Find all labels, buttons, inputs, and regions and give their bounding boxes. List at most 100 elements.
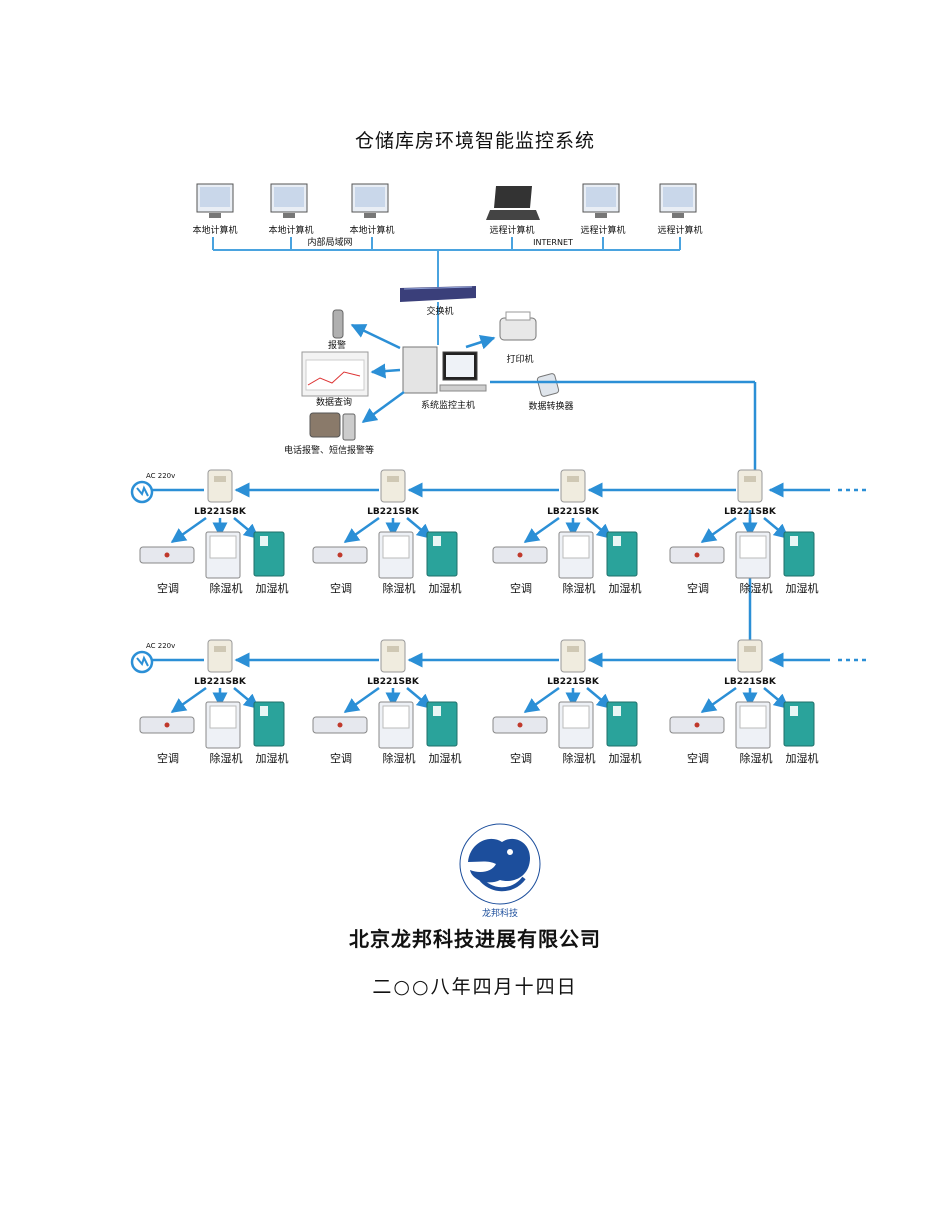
dehumidifier-label: 除湿机 — [383, 751, 416, 765]
controller-label: LB221SBK — [367, 507, 420, 517]
controller-group: LB221SBK 空调 除湿机加湿机 — [669, 469, 819, 595]
ac-indicator — [337, 722, 343, 728]
network-bus — [212, 237, 681, 345]
printer-label: 打印机 — [506, 353, 533, 365]
ac-indicator — [694, 722, 700, 728]
controller-label: LB221SBK — [547, 677, 600, 687]
humidifier-label: 加湿机 — [786, 581, 819, 595]
power-label: AC 220v — [146, 642, 175, 650]
controller-display — [214, 646, 226, 652]
ac-indicator — [517, 722, 523, 728]
phone-icon — [309, 412, 356, 441]
company-logo: 龙邦科技 — [459, 823, 541, 919]
dehumidifier-panel — [209, 535, 237, 559]
switch-icon — [400, 286, 476, 302]
controller-icon — [207, 639, 233, 673]
controller-group: LB221SBK 空调 除湿机加湿机 — [312, 469, 462, 595]
humidifier-label: 加湿机 — [786, 751, 819, 765]
remote-computer-label: 远程计算机 — [657, 224, 702, 236]
phone-label: 电话报警、短信报警等 — [284, 444, 374, 456]
dehumidifier-panel — [209, 705, 237, 729]
controller-rows: AC 220vLB221SBK空调除湿机加湿机LB221SBK空调除湿机加湿机L… — [130, 469, 868, 765]
humidifier-icon — [783, 701, 815, 747]
controller-icon — [207, 469, 233, 503]
local-computer-label: 本地计算机 — [192, 224, 237, 236]
humidifier-icon — [426, 701, 458, 747]
dehumidifier-panel — [739, 705, 767, 729]
controller-display — [387, 476, 399, 482]
controller-display — [744, 476, 756, 482]
humidifier-panel — [790, 706, 798, 716]
humidifier-panel — [260, 706, 268, 716]
humidifier-icon — [253, 701, 285, 747]
ac-label: 空调 — [157, 751, 179, 765]
controller-group: LB221SBK 空调 除湿机加湿机 — [492, 469, 642, 595]
controller-icon — [380, 639, 406, 673]
system-diagram: 本地计算机 本地计算机 本地计算机 远程计算机 远程计算机 远程计算机 内部局域… — [130, 183, 868, 765]
controller-label: LB221SBK — [547, 507, 600, 517]
controller-icon — [560, 469, 586, 503]
host-computer-icon — [402, 346, 487, 394]
controller-label: LB221SBK — [194, 507, 247, 517]
document-date: 二○○八年四月十四日 — [372, 976, 578, 998]
controller-display — [387, 646, 399, 652]
ac-label: 空调 — [330, 581, 352, 595]
controller-label: LB221SBK — [367, 677, 420, 687]
switch-label: 交换机 — [426, 305, 453, 317]
humidifier-panel — [260, 536, 268, 546]
host-label: 系统监控主机 — [421, 399, 475, 411]
ac-label: 空调 — [330, 751, 352, 765]
ac-indicator — [164, 552, 170, 558]
dehumidifier-label: 除湿机 — [210, 581, 243, 595]
controller-icon — [560, 639, 586, 673]
controller-label: LB221SBK — [194, 677, 247, 687]
humidifier-label: 加湿机 — [429, 751, 462, 765]
controller-label: LB221SBK — [724, 507, 777, 517]
remote-computer-label: 远程计算机 — [580, 224, 625, 236]
controller-group: LB221SBK空调除湿机加湿机 — [139, 639, 289, 765]
internet-label: INTERNET — [533, 238, 573, 247]
laptop-icon — [486, 186, 540, 220]
dehumidifier-label: 除湿机 — [740, 581, 773, 595]
alarm-icon — [332, 309, 344, 339]
controller-icon — [737, 469, 763, 503]
ac-indicator — [694, 552, 700, 558]
ac-indicator — [517, 552, 523, 558]
local-computer-icon — [270, 183, 308, 218]
controller-label: LB221SBK — [724, 677, 777, 687]
dehumidifier-panel — [382, 535, 410, 559]
controller-group: LB221SBK空调除湿机加湿机 — [139, 469, 289, 595]
remote-computer-icon — [582, 183, 620, 218]
ac-label: 空调 — [687, 581, 709, 595]
dehumidifier-label: 除湿机 — [383, 581, 416, 595]
dehumidifier-label: 除湿机 — [563, 581, 596, 595]
humidifier-panel — [790, 536, 798, 546]
power-label: AC 220v — [146, 472, 175, 480]
humidifier-label: 加湿机 — [609, 581, 642, 595]
converter-label: 数据转换器 — [528, 400, 573, 412]
humidifier-label: 加湿机 — [429, 581, 462, 595]
humidifier-panel — [433, 706, 441, 716]
dehumidifier-panel — [382, 705, 410, 729]
dehumidifier-label: 除湿机 — [740, 751, 773, 765]
controller-group: LB221SBK空调除湿机加湿机 — [492, 639, 642, 765]
ac-indicator — [337, 552, 343, 558]
controller-display — [744, 646, 756, 652]
printer-icon — [499, 311, 537, 341]
humidifier-icon — [783, 531, 815, 577]
local-computer-label: 本地计算机 — [268, 224, 313, 236]
dehumidifier-panel — [562, 535, 590, 559]
alarm-label: 报警 — [328, 339, 346, 351]
ac-indicator — [164, 722, 170, 728]
humidifier-icon — [426, 531, 458, 577]
humidifier-icon — [606, 701, 638, 747]
lan-label: 内部局域网 — [307, 236, 352, 248]
humidifier-panel — [613, 706, 621, 716]
dehumidifier-panel — [562, 705, 590, 729]
dehumidifier-panel — [739, 535, 767, 559]
query-screen-icon — [301, 351, 369, 397]
ac-label: 空调 — [510, 581, 532, 595]
top-network: 本地计算机 本地计算机 本地计算机 远程计算机 远程计算机 远程计算机 内部局域… — [192, 183, 703, 345]
controller-display — [567, 646, 579, 652]
ac-label: 空调 — [157, 581, 179, 595]
